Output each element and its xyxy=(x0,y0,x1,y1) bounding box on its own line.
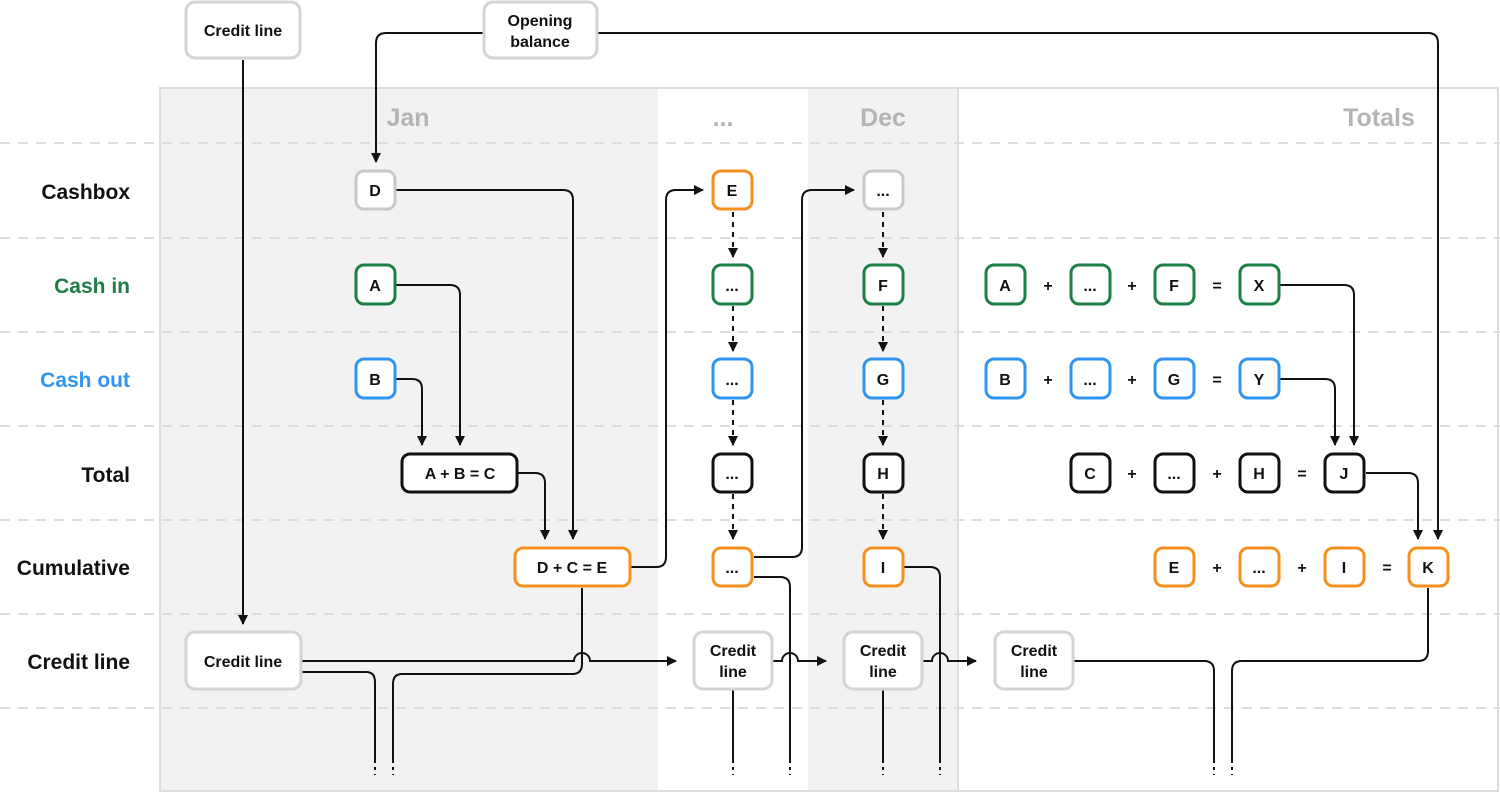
svg-text:...: ... xyxy=(1083,372,1096,389)
svg-text:+: + xyxy=(1127,466,1136,483)
svg-text:=: = xyxy=(1212,372,1221,389)
svg-text:A + B = C: A + B = C xyxy=(425,466,496,483)
jan-total-node: A + B = C xyxy=(400,452,519,494)
svg-text:+: + xyxy=(1043,372,1052,389)
svg-text:H: H xyxy=(877,466,889,483)
row-label-total: Total xyxy=(81,464,130,487)
svg-text:Credit line: Credit line xyxy=(204,23,282,40)
dec-cumulative-node: I xyxy=(862,546,905,588)
svg-text:...: ... xyxy=(725,560,738,577)
totals-cumulative-row: E + ... + I = K xyxy=(1153,546,1450,588)
column-totals: Totals xyxy=(1343,104,1415,132)
dec-cashbox-node: ... xyxy=(862,169,905,211)
svg-text:...: ... xyxy=(1083,278,1096,295)
svg-text:...: ... xyxy=(725,372,738,389)
svg-text:D + C = E: D + C = E xyxy=(537,560,608,577)
row-label-cumulative: Cumulative xyxy=(17,557,130,580)
svg-text:=: = xyxy=(1297,466,1306,483)
svg-text:F: F xyxy=(1169,278,1179,295)
column-ellipsis: ... xyxy=(713,104,734,132)
row-label-credit-line: Credit line xyxy=(27,651,130,674)
row-label-cash-in: Cash in xyxy=(54,275,130,298)
connectors xyxy=(238,32,1443,760)
totals-total-row: C + ... + H = J xyxy=(1069,452,1366,494)
svg-text:I: I xyxy=(881,560,885,577)
svg-text:balance: balance xyxy=(510,34,570,51)
jan-credit-line-node: Credit line xyxy=(184,630,303,691)
svg-text:E: E xyxy=(727,183,738,200)
svg-text:D: D xyxy=(369,183,381,200)
svg-text:J: J xyxy=(1340,466,1349,483)
svg-text:+: + xyxy=(1127,372,1136,389)
svg-text:...: ... xyxy=(725,278,738,295)
svg-text:=: = xyxy=(1212,278,1221,295)
svg-text:...: ... xyxy=(876,183,889,200)
svg-text:E: E xyxy=(1169,560,1180,577)
svg-text:H: H xyxy=(1253,466,1265,483)
svg-text:+: + xyxy=(1043,278,1052,295)
svg-text:X: X xyxy=(1254,278,1265,295)
grid-frame xyxy=(159,87,1499,792)
dotted-flow-arrows xyxy=(728,212,888,540)
opening-balance-node: Opening balance xyxy=(482,0,599,60)
svg-text:F: F xyxy=(878,278,888,295)
svg-text:=: = xyxy=(1382,560,1391,577)
svg-text:...: ... xyxy=(725,466,738,483)
mid-cumulative-node: ... xyxy=(711,546,754,588)
mid-cash-in-node: ... xyxy=(711,263,754,306)
column-jan: Jan xyxy=(386,104,429,132)
dec-total-node: H xyxy=(862,452,905,494)
totals-credit-line-node: Credit line xyxy=(993,630,1075,691)
mid-total-node: ... xyxy=(711,452,754,494)
svg-text:Y: Y xyxy=(1254,372,1265,389)
totals-cash-in-row: A + ... + F = X xyxy=(984,263,1281,306)
svg-text:+: + xyxy=(1127,278,1136,295)
svg-text:G: G xyxy=(877,372,889,389)
svg-text:K: K xyxy=(1422,560,1434,577)
svg-text:line: line xyxy=(719,664,747,681)
svg-text:C: C xyxy=(1084,466,1096,483)
svg-text:+: + xyxy=(1212,466,1221,483)
svg-text:Credit line: Credit line xyxy=(204,654,282,671)
svg-text:+: + xyxy=(1297,560,1306,577)
svg-text:Opening: Opening xyxy=(508,13,573,30)
svg-text:...: ... xyxy=(1252,560,1265,577)
dec-cash-out-node: G xyxy=(862,357,905,400)
mid-cashbox-node: E xyxy=(711,169,754,211)
dec-cash-in-node: F xyxy=(862,263,905,306)
mid-credit-line-node: Credit line xyxy=(692,630,774,691)
totals-cash-out-row: B + ... + G = Y xyxy=(984,357,1281,400)
mid-cash-out-node: ... xyxy=(711,357,754,400)
svg-text:G: G xyxy=(1168,372,1180,389)
row-label-cashbox: Cashbox xyxy=(41,181,130,204)
column-dec: Dec xyxy=(860,104,906,132)
svg-text:Credit: Credit xyxy=(710,643,757,660)
jan-cash-in-node: A xyxy=(354,263,397,306)
dec-credit-line-node: Credit line xyxy=(842,630,924,691)
svg-text:Credit: Credit xyxy=(1011,643,1058,660)
jan-cashbox-node: D xyxy=(354,169,397,211)
continuation-dots xyxy=(374,760,1233,775)
svg-text:B: B xyxy=(999,372,1011,389)
svg-text:...: ... xyxy=(1167,466,1180,483)
svg-text:line: line xyxy=(869,664,897,681)
svg-text:A: A xyxy=(999,278,1011,295)
jan-cash-out-node: B xyxy=(354,357,397,400)
svg-text:A: A xyxy=(369,278,381,295)
row-separators xyxy=(0,142,1500,709)
svg-text:B: B xyxy=(369,372,381,389)
svg-text:line: line xyxy=(1020,664,1048,681)
svg-text:Credit: Credit xyxy=(860,643,907,660)
row-label-cash-out: Cash out xyxy=(40,369,130,392)
svg-text:I: I xyxy=(1342,560,1346,577)
credit-line-input-node: Credit line xyxy=(184,0,302,60)
svg-text:+: + xyxy=(1212,560,1221,577)
jan-cumulative-node: D + C = E xyxy=(513,546,632,588)
